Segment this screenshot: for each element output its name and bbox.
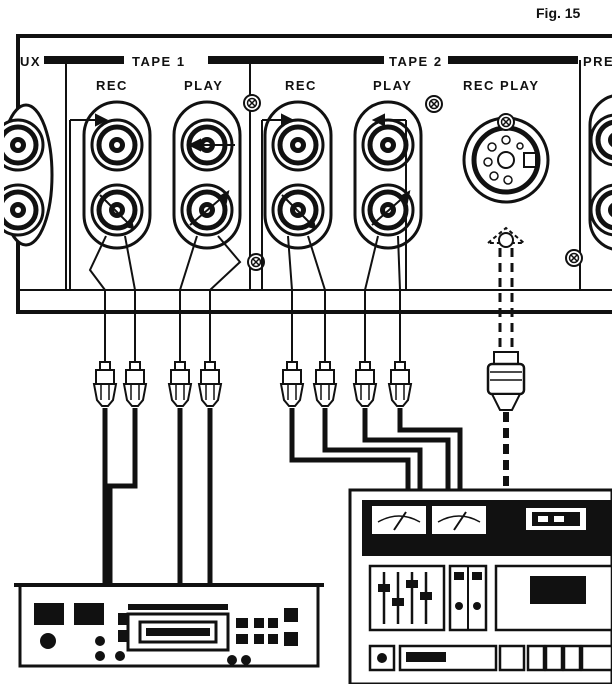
screw-icon: [565, 249, 583, 267]
group-label-tape1: TAPE 1: [132, 54, 186, 69]
vu-meter-icon: [372, 506, 426, 534]
tape2-play-label: PLAY: [373, 78, 412, 93]
group-label-tape2: TAPE 2: [389, 54, 443, 69]
rca-plug-row: [93, 361, 412, 407]
din-plug-icon: [486, 351, 526, 411]
screw-icon: [425, 95, 443, 113]
tape2-rec-label: REC: [285, 78, 317, 93]
tape2-din-label: REC PLAY: [463, 78, 540, 93]
rca-plug-icon: [93, 361, 117, 407]
group-label-pre: PRE: [583, 54, 612, 69]
left-tape-deck: [14, 583, 324, 668]
tape1-rec-label: REC: [96, 78, 128, 93]
thick-cables: [102, 408, 509, 585]
tape1-play-jack-pair[interactable]: [172, 100, 242, 250]
rca-plug-icon: [353, 361, 377, 407]
rca-plug-icon: [168, 361, 192, 407]
tape1-play-label: PLAY: [184, 78, 223, 93]
tape2-play-jack-pair[interactable]: [353, 100, 423, 250]
figure-label: Fig. 15: [536, 5, 581, 21]
vu-meter-icon: [432, 506, 486, 534]
rca-plug-icon: [123, 361, 147, 407]
rca-plug-icon: [198, 361, 222, 407]
rca-jack-icon: [273, 120, 323, 170]
amplifier-rear-panel: UX TAPE 1 TAPE 2 PRE REC PLAY REC PLAY R…: [0, 34, 612, 314]
group-label-aux: UX: [20, 54, 41, 69]
rca-plug-icon: [313, 361, 337, 407]
tape2-rec-jack-pair[interactable]: [263, 100, 333, 250]
rca-jack-icon: [92, 185, 142, 235]
aux-jack-pair: [0, 100, 54, 260]
right-cassette-deck: [348, 488, 612, 686]
din-socket-icon[interactable]: [462, 116, 550, 204]
pre-jack-pair: [590, 94, 612, 251]
screw-icon: [497, 113, 515, 131]
thin-cables: [88, 235, 401, 362]
rca-plug-icon: [280, 361, 304, 407]
screw-icon: [243, 94, 261, 112]
rca-plug-icon: [388, 361, 412, 407]
tape1-rec-jack-pair[interactable]: [82, 100, 152, 250]
rca-jack-icon: [92, 120, 142, 170]
din-cable: [485, 226, 527, 350]
